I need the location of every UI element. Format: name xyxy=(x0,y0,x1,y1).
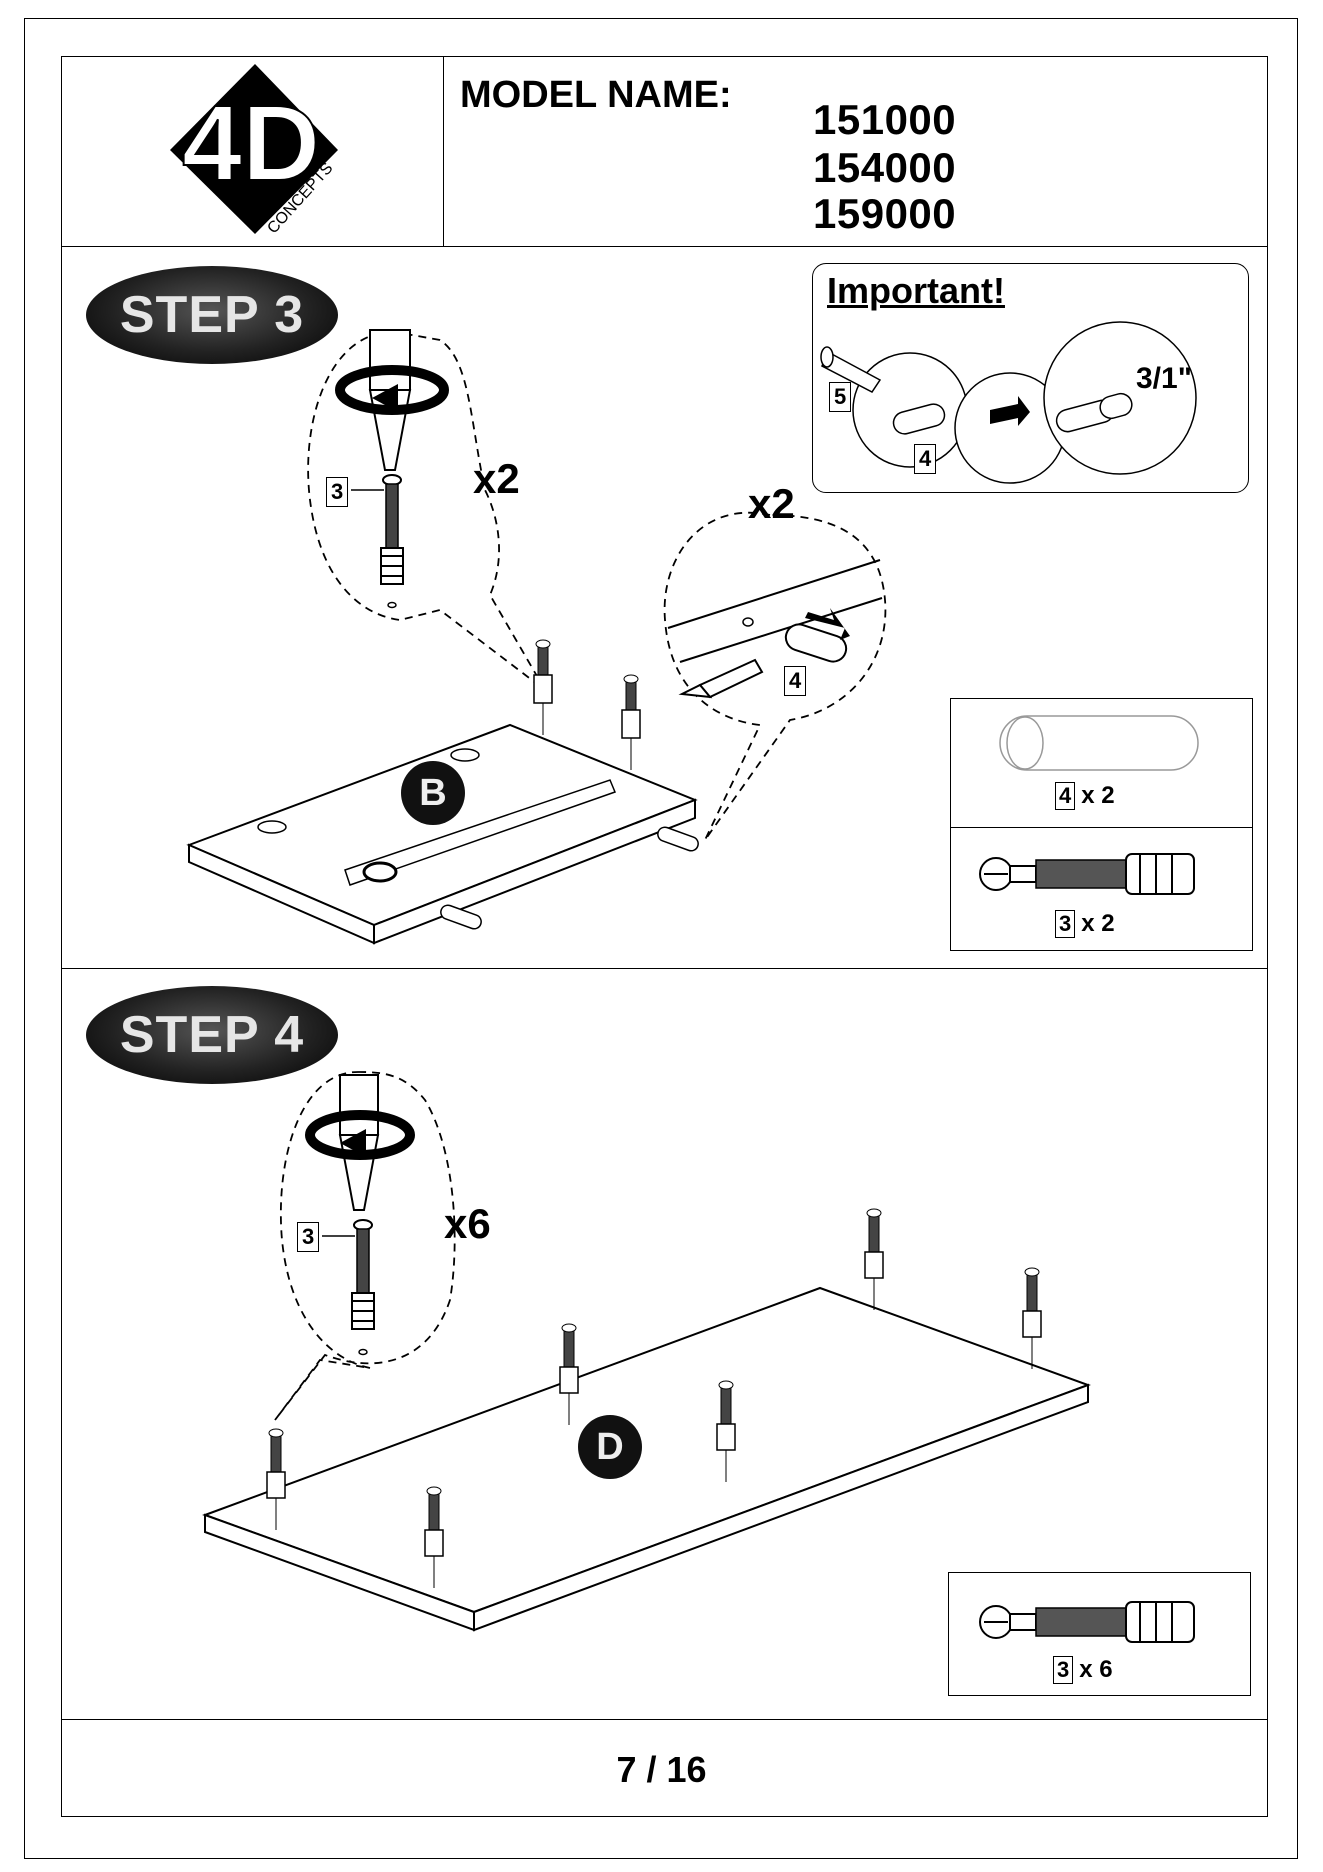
step-4-part-bolt-qty: 3 x 6 xyxy=(1053,1656,1113,1684)
cam-bolt-icon xyxy=(980,1602,1194,1642)
part-qty: x 6 xyxy=(1079,1656,1112,1684)
page-number: 7 / 16 xyxy=(0,1749,1323,1791)
part-tag: 3 xyxy=(1053,1656,1073,1684)
